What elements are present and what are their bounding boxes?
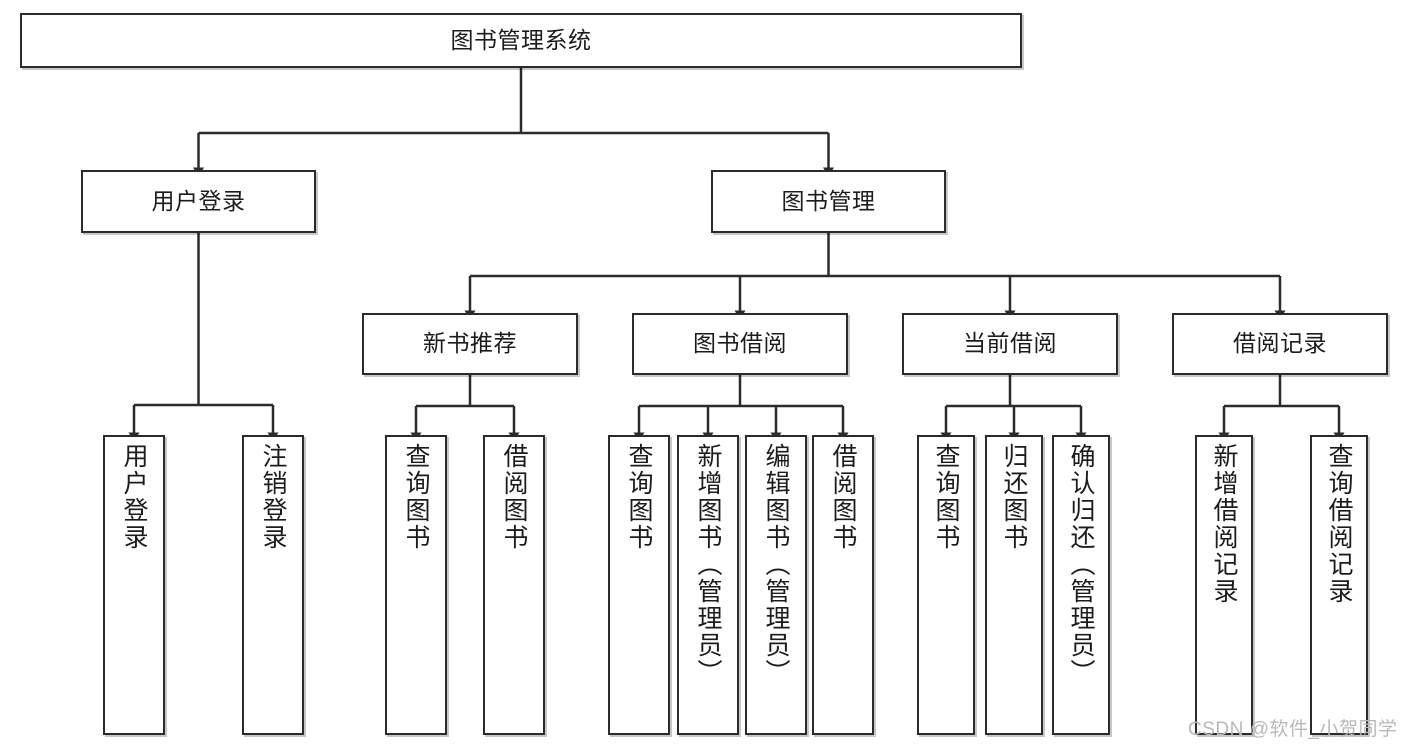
node-l-rec2[interactable]: 查询借阅记录: [1310, 435, 1368, 735]
node-l-cur1[interactable]: 查询图书: [917, 435, 975, 735]
node-records[interactable]: 借阅记录: [1172, 313, 1388, 375]
node-l-cur2[interactable]: 归还图书: [985, 435, 1043, 735]
node-l-login2[interactable]: 注销登录: [242, 435, 304, 735]
node-label: 查询图书: [625, 443, 653, 551]
node-label: 归还图书: [1000, 443, 1028, 551]
node-label: 查询借阅记录: [1325, 443, 1353, 605]
node-l-bor1[interactable]: 查询图书: [608, 435, 670, 735]
node-label: 借阅图书: [500, 443, 528, 551]
node-login[interactable]: 用户登录: [81, 170, 316, 233]
node-l-bor2[interactable]: 新增图书（管理员）: [677, 435, 739, 735]
node-l-bor4[interactable]: 借阅图书: [812, 435, 874, 735]
watermark: CSDN @软件_小贺同学: [1188, 719, 1398, 740]
node-l-new2[interactable]: 借阅图书: [483, 435, 545, 735]
node-label: 新书推荐: [423, 330, 517, 357]
node-label: 图书管理系统: [450, 26, 592, 53]
node-l-new1[interactable]: 查询图书: [385, 435, 447, 735]
node-root[interactable]: 图书管理系统: [20, 13, 1022, 68]
node-bookmgmt[interactable]: 图书管理: [711, 170, 946, 233]
node-label: 用户登录: [120, 443, 148, 551]
node-label: 用户登录: [151, 187, 246, 214]
node-label: 注销登录: [259, 443, 287, 551]
node-current[interactable]: 当前借阅: [902, 313, 1118, 375]
node-borrow[interactable]: 图书借阅: [632, 313, 848, 375]
node-l-login1[interactable]: 用户登录: [103, 435, 165, 735]
node-label: 图书借阅: [693, 330, 787, 357]
node-label: 借阅图书: [829, 443, 857, 551]
node-l-cur3[interactable]: 确认归还（管理员）: [1052, 435, 1110, 735]
node-l-bor3[interactable]: 编辑图书（管理员）: [745, 435, 807, 735]
node-label: 借阅记录: [1233, 330, 1327, 357]
node-l-rec1[interactable]: 新增借阅记录: [1195, 435, 1253, 735]
node-label: 图书管理: [781, 187, 876, 214]
node-label: 当前借阅: [963, 330, 1057, 357]
node-label: 查询图书: [402, 443, 430, 551]
node-label: 查询图书: [932, 443, 960, 551]
node-newbook[interactable]: 新书推荐: [362, 313, 578, 375]
node-label: 编辑图书（管理员）: [762, 443, 790, 686]
node-label: 新增图书（管理员）: [694, 443, 722, 686]
node-label: 新增借阅记录: [1210, 443, 1238, 605]
node-label: 确认归还（管理员）: [1067, 443, 1095, 686]
